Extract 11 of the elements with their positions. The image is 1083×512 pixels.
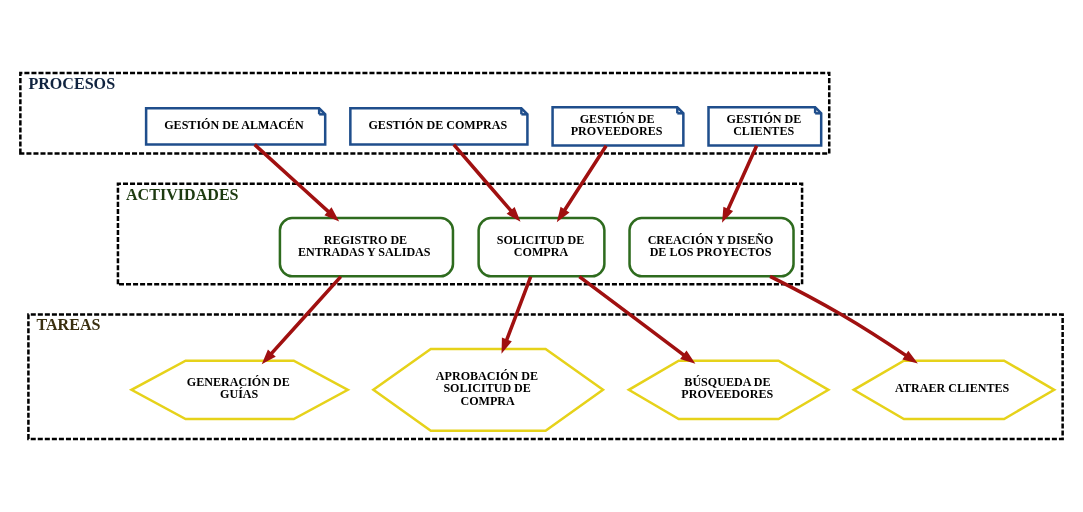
arrow [578,275,696,364]
arrow [556,144,608,223]
arrow [261,275,343,365]
arrow [501,275,533,354]
node-box: SOLICITUD DE COMPRA [477,216,606,278]
arrow [253,143,340,222]
arrow [452,143,521,222]
arrow [722,144,759,223]
node-box: CREACIÓN Y DISEÑO DE LOS PROYECTOS [628,216,795,278]
arrow [769,274,918,364]
node-box: REGISTRO DE ENTRADAS Y SALIDAS [278,216,455,278]
